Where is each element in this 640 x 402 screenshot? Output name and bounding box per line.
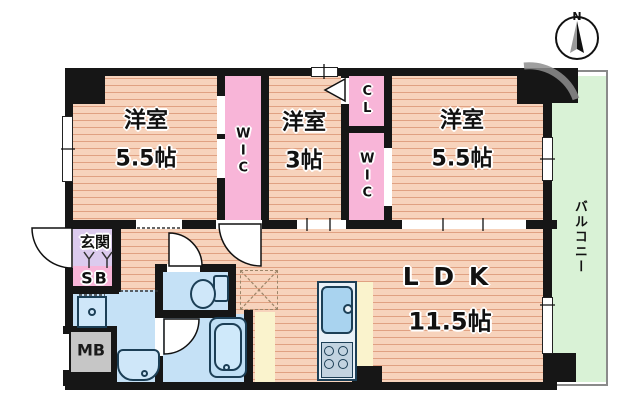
balcony-outer-border-right (606, 70, 608, 386)
wall-toilet-bottom (155, 310, 236, 318)
washbasin (117, 349, 160, 381)
compass-needle-west (570, 21, 577, 53)
ldk-door-opening (216, 220, 262, 229)
shoe-box-label: SB (81, 268, 109, 288)
meter-box-label: MB (76, 340, 106, 360)
balcony-area (551, 76, 606, 382)
stove-burner-2 (338, 346, 348, 356)
stove-burner-1 (324, 346, 334, 356)
stove-burner-4 (338, 359, 348, 369)
pillar-balcony-top (550, 74, 578, 103)
pillar-room3 (517, 74, 545, 104)
ldk-name: L D K (402, 261, 492, 291)
sliding-door-wic-left-mullion (217, 134, 225, 139)
wall-kitchen-stub (352, 366, 382, 382)
compass-needle-east (577, 21, 584, 53)
counter-right (355, 282, 373, 368)
wic-left-label: WIC (235, 126, 251, 178)
sliding-door-room2 (297, 220, 346, 229)
bathtub-inner (214, 323, 242, 371)
ldk-size: 11.5帖 (408, 307, 492, 336)
compass-north-label: N (572, 10, 581, 23)
sliding-door-room3 (402, 220, 526, 229)
front-door-opening (65, 229, 73, 268)
stove-burner-3 (324, 359, 334, 369)
pillar-room1 (67, 74, 105, 104)
refrigerator-space (240, 270, 278, 310)
opening-bathroom-door (155, 318, 163, 356)
counter-left (255, 312, 275, 382)
washing-machine-drum-icon (88, 308, 96, 316)
wall-wic-room2 (261, 76, 269, 224)
bedroom-right-name: 洋室 (439, 108, 485, 134)
opening-closet (341, 78, 349, 104)
kitchen-faucet (343, 304, 353, 314)
wic-right-label: WIC (359, 151, 375, 203)
bedroom-middle-name: 洋室 (281, 110, 327, 136)
washbasin-drain (141, 370, 148, 377)
compass: N (555, 10, 599, 60)
wall-bottom (65, 382, 557, 390)
sliding-door-room1 (136, 219, 182, 229)
opening-wic-right (384, 148, 392, 206)
closet-label: CL (359, 84, 375, 118)
bedroom-left-size: 5.5帖 (115, 146, 177, 172)
meter-box-door (63, 334, 69, 370)
bathtub-drain (223, 364, 230, 371)
meter-box-panel (71, 332, 111, 372)
bedroom-right-size: 5.5帖 (431, 146, 493, 172)
entrance-label: 玄関 (79, 233, 111, 252)
wall-entrance-right (112, 224, 121, 292)
balcony-outer-border-bottom (552, 384, 608, 386)
wall-bath-right (244, 310, 253, 382)
wall-toilet-right (228, 264, 236, 318)
opening-toilet-door (167, 264, 200, 272)
balcony-label: バルコニー (571, 199, 587, 275)
wall-cl-wic-divider (341, 126, 392, 133)
balcony-outer-border-top (578, 70, 608, 72)
pillar-balcony-bottom (552, 353, 576, 382)
toilet-bowl (190, 279, 216, 309)
window-room2-top (311, 67, 338, 77)
bedroom-middle-size: 3帖 (285, 148, 323, 174)
window-room1-left (62, 116, 73, 182)
compass-circle (555, 16, 599, 60)
bedroom-left-name: 洋室 (123, 108, 169, 134)
window-ldk-balcony (542, 297, 553, 354)
window-room3-balcony (542, 137, 553, 181)
